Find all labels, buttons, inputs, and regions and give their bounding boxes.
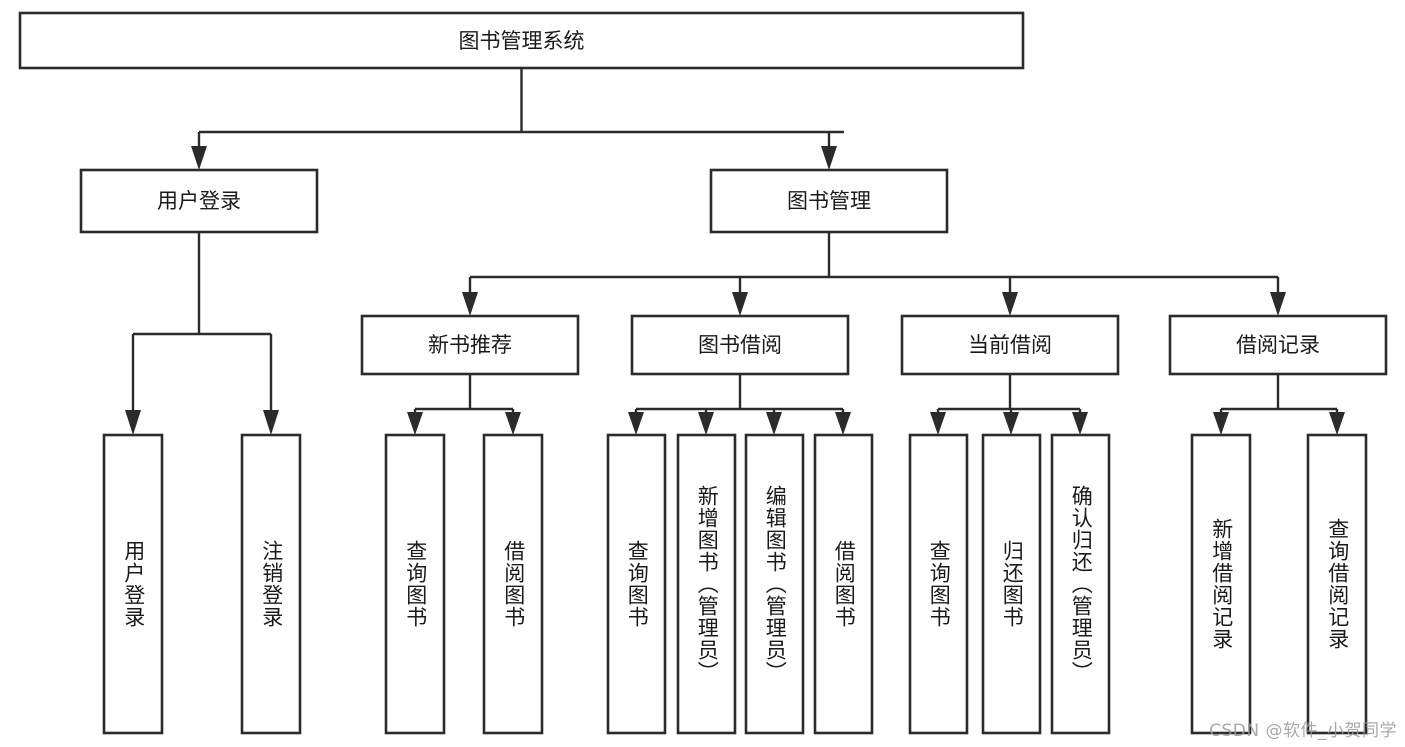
node-leaf-borrow-book-2-box[interactable] [813,433,874,735]
arrow-head-leaf-logout [263,410,279,435]
node-book-borrow-label: 图书借阅 [698,333,782,357]
node-book-borrow-box[interactable] [630,314,850,376]
csdn-watermark: CSDN @软件_小贺同学 [1209,721,1397,741]
arrow-head-new-book-rec [462,292,478,316]
node-leaf-add-record-box[interactable] [1190,433,1252,735]
node-book-manage-box[interactable] [709,168,949,234]
connector-layer [125,68,1345,435]
node-leaf-edit-book-admin-box[interactable] [744,433,805,735]
arrow-head-leaf-confirm-return-admin [1072,412,1088,435]
node-leaf-borrow-book-1-box[interactable] [482,433,544,735]
arrow-head-leaf-query-book-2 [628,412,644,435]
arrow-head-leaf-user-login [125,410,141,435]
arrow-head-leaf-edit-book-admin [766,412,782,435]
node-root-box[interactable] [18,11,1025,70]
arrow-head-user-login [191,146,207,170]
node-user-login-box[interactable] [79,168,319,234]
arrow-head-leaf-borrow-book-2 [835,412,851,435]
arrow-head-leaf-query-book-1 [407,412,423,435]
node-user-login-label: 用户登录 [157,189,241,213]
arrow-head-borrow-record [1270,292,1286,316]
node-leaf-return-book-box[interactable] [981,433,1042,735]
arrow-head-leaf-add-record [1213,412,1229,435]
arrow-head-book-borrow [732,292,748,316]
arrow-head-leaf-add-book-admin [698,412,714,435]
node-leaf-query-book-3-box[interactable] [908,433,969,735]
node-borrow-record-label: 借阅记录 [1236,333,1320,357]
node-new-book-rec-label: 新书推荐 [428,333,512,357]
arrow-head-leaf-query-book-3 [930,412,946,435]
node-leaf-query-book-2-box[interactable] [606,433,667,735]
node-book-manage-label: 图书管理 [787,189,871,213]
node-leaf-add-book-admin-box[interactable] [676,433,737,735]
arrow-head-leaf-borrow-book-1 [505,412,521,435]
arrow-head-book-manage [821,146,837,170]
node-leaf-query-record-box[interactable] [1306,433,1368,735]
node-root-label: 图书管理系统 [459,29,585,53]
node-layer: 图书管理系统 用户登录 图书管理 新书推荐 图书借阅 当前借阅 借阅记录 [18,11,1388,735]
node-current-borrow-box[interactable] [900,314,1120,376]
arrow-head-current-borrow [1002,292,1018,316]
node-leaf-query-book-1-box[interactable] [384,433,446,735]
node-leaf-logout-box[interactable] [240,433,302,735]
node-leaf-user-login-box[interactable] [102,433,164,735]
arrow-head-leaf-query-record [1329,412,1345,435]
arrow-head-leaf-return-book [1003,412,1019,435]
node-leaf-confirm-return-admin-box[interactable] [1050,433,1111,735]
node-borrow-record-box[interactable] [1168,314,1388,376]
node-new-book-rec-box[interactable] [360,314,580,376]
node-current-borrow-label: 当前借阅 [968,333,1052,357]
